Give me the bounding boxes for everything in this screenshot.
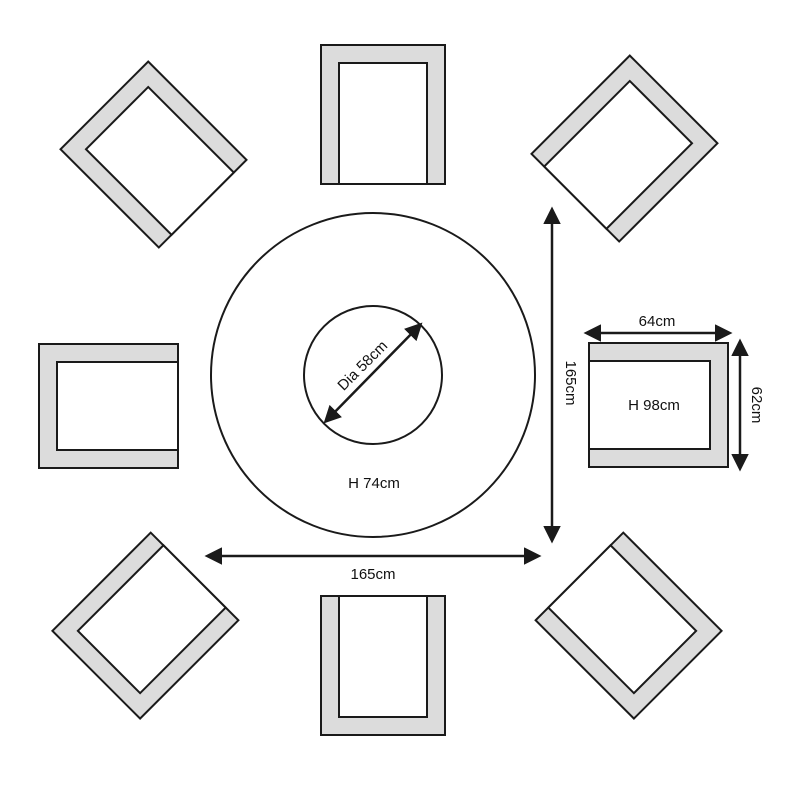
table-depth-label: 165cm	[562, 360, 579, 405]
table-width-label: 165cm	[350, 566, 395, 583]
table-height-label: H 74cm	[348, 475, 400, 492]
chair-depth-label: 62cm	[748, 387, 765, 424]
chair-bottom	[320, 595, 446, 736]
chair-right	[588, 342, 729, 468]
chair-width-label: 64cm	[639, 313, 676, 330]
chair-top-right	[530, 54, 719, 243]
chair-bottom-right	[534, 531, 723, 720]
chair-top	[320, 44, 446, 185]
chair-height-label: H 98cm	[628, 397, 680, 414]
chair-left	[38, 343, 179, 469]
chair-top-left	[59, 60, 248, 249]
chair-bottom-left	[51, 531, 240, 720]
fire-bowl	[303, 305, 443, 445]
fire-bowl-diameter-arrow	[323, 322, 423, 424]
